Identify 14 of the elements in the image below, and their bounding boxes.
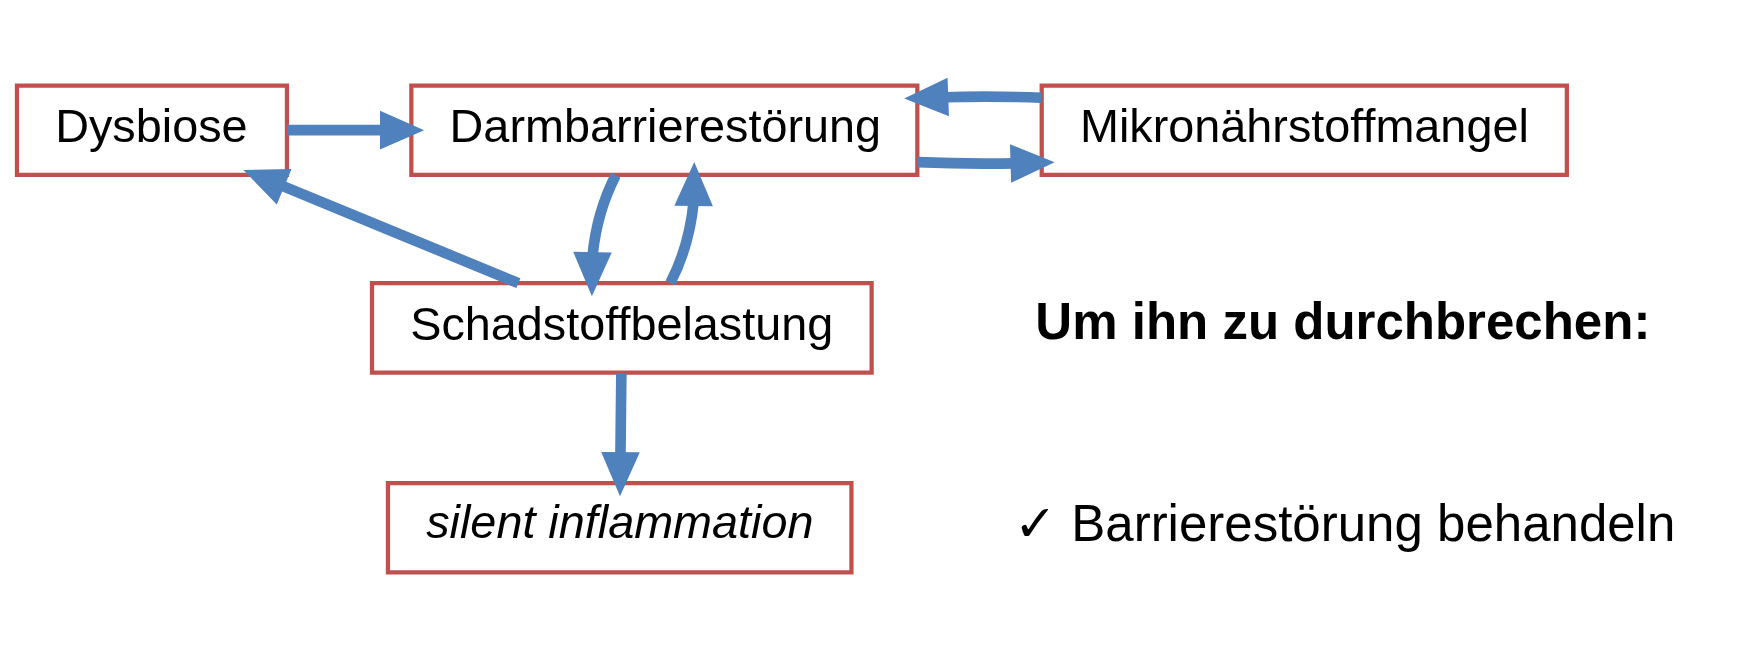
node-box: Schadstoffbelastung [369,280,874,375]
arrow [601,372,640,496]
arrow [243,168,521,288]
label: ✓ Barrierestörung behandeln [1014,494,1676,552]
node-box: Mikronährstoffmangel [1039,82,1569,177]
label: Um ihn zu durchbrechen: [1035,292,1651,350]
arrow [665,161,713,285]
node-box: Darmbarrierestörung [409,82,920,177]
arrow [287,110,425,149]
node-box: Dysbiose [14,82,290,177]
arrow [904,77,1042,116]
arrow [573,172,621,296]
arrow [917,143,1055,183]
node-box: silent inflammation [385,480,854,574]
